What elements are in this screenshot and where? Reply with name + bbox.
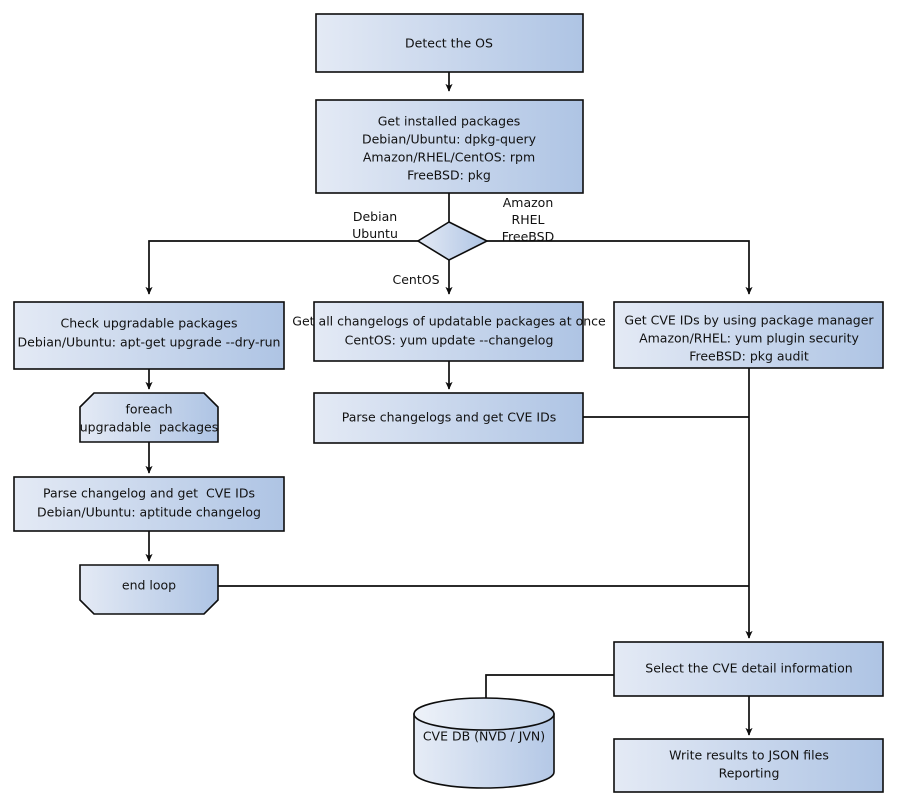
debian-branch-line1: Debian (353, 209, 397, 224)
get-cve-ids-pkgmgr-line3: FreeBSD: pkg audit (689, 349, 809, 364)
check-upgradable-line1: Check upgradable packages (61, 316, 238, 331)
node-get-all-changelogs[interactable]: Get all changelogs of updatable packages… (292, 301, 606, 362)
foreach-loop-line2: upgradable packages (80, 420, 219, 435)
get-cve-ids-pkgmgr-line1: Get CVE IDs by using package manager (624, 313, 874, 328)
node-parse-changelogs-multi[interactable]: Parse changelogs and get CVE IDs (313, 392, 584, 444)
amazon-branch-line2: RHEL (512, 212, 545, 227)
write-results-line1: Write results to JSON files (669, 748, 829, 763)
node-cve-database[interactable]: CVE DB (NVD / JVN) (413, 697, 555, 789)
connector-decision-to-check-upgradable (145, 240, 418, 295)
node-end-loop[interactable]: end loop (79, 564, 219, 615)
edge-label-amazon: Amazon RHEL FreeBSD (502, 195, 554, 244)
node-write-results[interactable]: Write results to JSON files Reporting (613, 738, 884, 793)
write-results-line2: Reporting (719, 766, 780, 781)
get-installed-packages-line1: Get installed packages (378, 114, 521, 129)
cve-database-cylinder-top (413, 697, 555, 731)
get-installed-packages-box (315, 99, 584, 194)
select-cve-detail-label: Select the CVE detail information (645, 661, 852, 676)
edge-label-debian: Debian Ubuntu (352, 209, 398, 241)
amazon-branch-line1: Amazon (503, 195, 554, 210)
check-upgradable-box (13, 301, 285, 370)
get-all-changelogs-line1: Get all changelogs of updatable packages… (292, 314, 606, 329)
node-os-decision[interactable] (416, 221, 489, 261)
get-installed-packages-line2: Debian/Ubuntu: dpkg-query (362, 132, 537, 147)
node-select-cve-detail[interactable]: Select the CVE detail information (613, 641, 884, 697)
foreach-loop-shape (79, 392, 219, 443)
connector-decision-to-cve-pkgmgr (487, 240, 753, 295)
get-cve-ids-pkgmgr-line2: Amazon/RHEL: yum plugin security (639, 331, 859, 346)
get-all-changelogs-line2: CentOS: yum update --changelog (345, 333, 554, 348)
parse-changelog-single-box (13, 476, 285, 532)
connector-layer (145, 72, 753, 736)
parse-changelogs-multi-label: Parse changelogs and get CVE IDs (342, 410, 556, 425)
get-installed-packages-line4: FreeBSD: pkg (407, 168, 491, 183)
amazon-branch-line3: FreeBSD (502, 229, 554, 244)
node-parse-changelog-single[interactable]: Parse changelog and get CVE IDs Debian/U… (13, 476, 285, 532)
write-results-box (613, 738, 884, 793)
get-installed-packages-line3: Amazon/RHEL/CentOS: rpm (363, 150, 535, 165)
detect-os-box (315, 13, 584, 73)
cve-database-cylinder-body (413, 713, 555, 789)
parse-changelog-single-line2: Debian/Ubuntu: aptitude changelog (37, 505, 261, 520)
get-all-changelogs-box (313, 301, 584, 362)
parse-changelog-single-line1: Parse changelog and get CVE IDs (43, 486, 255, 501)
node-get-installed-packages[interactable]: Get installed packages Debian/Ubuntu: dp… (315, 99, 584, 194)
parse-changelogs-multi-box (313, 392, 584, 444)
node-foreach-loop-start[interactable]: foreach upgradable packages (79, 392, 219, 443)
foreach-loop-line1: foreach (125, 402, 172, 417)
end-loop-shape (79, 564, 219, 615)
cve-database-label: CVE DB (NVD / JVN) (423, 729, 545, 744)
centos-branch-label: CentOS (392, 272, 439, 287)
detect-os-label: Detect the OS (405, 36, 493, 51)
debian-branch-line2: Ubuntu (352, 226, 398, 241)
os-decision-diamond (416, 221, 489, 261)
node-get-cve-ids-pkgmgr[interactable]: Get CVE IDs by using package manager Ama… (613, 301, 884, 369)
end-loop-label: end loop (122, 578, 176, 593)
node-check-upgradable[interactable]: Check upgradable packages Debian/Ubuntu:… (13, 301, 285, 370)
check-upgradable-line2: Debian/Ubuntu: apt-get upgrade --dry-run (18, 335, 281, 350)
select-cve-detail-box (613, 641, 884, 697)
node-detect-os[interactable]: Detect the OS (315, 13, 584, 73)
get-cve-ids-pkgmgr-box (613, 301, 884, 369)
